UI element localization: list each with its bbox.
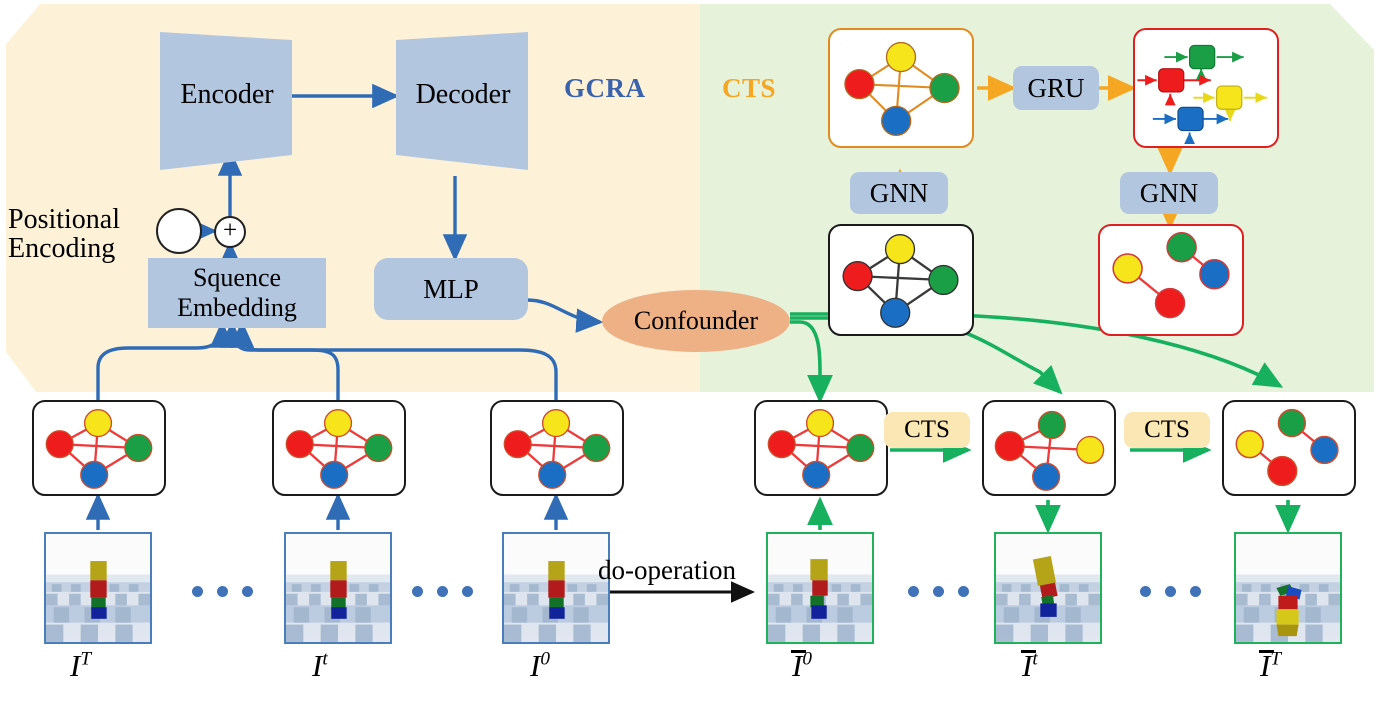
positional-encoding-label: Positional Encoding (8, 205, 120, 264)
decoder-label: Decoder (415, 79, 511, 110)
mlp-box: MLP (374, 258, 528, 320)
gnn-left-box: GNN (850, 172, 948, 214)
observed-graph-0 (490, 400, 624, 496)
dot (412, 586, 423, 597)
frame-label-base: I (312, 648, 323, 683)
dot (908, 586, 919, 597)
frame-image-It (284, 532, 392, 644)
gru-box: GRU (1013, 66, 1099, 110)
dot (1140, 586, 1151, 597)
overbar (791, 650, 806, 653)
add-operator-circle: + (214, 216, 246, 248)
do-operation-label: do-operation (598, 555, 736, 585)
frame-image-IbarT (1234, 532, 1342, 644)
dot (1165, 586, 1176, 597)
counterfactual-graph-T (1222, 400, 1356, 496)
dot (192, 586, 203, 597)
encoder-label: Encoder (180, 79, 274, 110)
ellipsis-right-2 (1140, 586, 1201, 597)
encoder-trapezoid (160, 32, 292, 170)
cts-chip-2: CTS (1124, 412, 1210, 448)
dot (958, 586, 969, 597)
positional-encoding-line1: Positional (8, 204, 121, 235)
counterfactual-graph-t (982, 400, 1116, 496)
frame-label-sup: T (80, 648, 92, 670)
dot (462, 586, 473, 597)
dot (437, 586, 448, 597)
frame-label-I0: I0 (530, 648, 550, 684)
gcra-panel-tag: GCRA (564, 73, 646, 103)
ellipsis-right-1 (908, 586, 969, 597)
cts-gru-cell-diagram (1133, 28, 1279, 148)
frame-image-Ibart (994, 532, 1102, 644)
ellipsis-left-1 (192, 586, 253, 597)
positional-encoding-circle (156, 208, 202, 254)
cts-output-graph (1098, 224, 1244, 336)
frame-label-sup: t (1032, 648, 1038, 670)
cts-input-graph (828, 224, 974, 336)
dot (1190, 586, 1201, 597)
frame-label-It: It (312, 648, 328, 684)
plus-icon: + (222, 217, 238, 244)
dot (217, 586, 228, 597)
frame-label-base: I (1260, 648, 1271, 683)
frame-label-base: I (70, 648, 81, 683)
frame-image-I0 (502, 532, 610, 644)
cts-message-graph (828, 28, 974, 148)
positional-encoding-line2: Encoding (8, 233, 116, 265)
cts-panel-tag: CTS (722, 73, 777, 103)
gnn-right-box: GNN (1120, 172, 1218, 214)
sequence-embedding-line2: Embedding (177, 293, 297, 322)
frame-image-Ibar0 (766, 532, 874, 644)
frame-label-sup: T (1270, 648, 1282, 670)
frame-label-sup: 0 (540, 648, 550, 670)
frame-image-IT (44, 532, 152, 644)
frame-label-base: I (530, 648, 541, 683)
confounder-node: Confounder (602, 290, 790, 352)
ellipsis-left-2 (412, 586, 473, 597)
decoder-trapezoid (396, 32, 528, 170)
frame-label-base: I (792, 648, 803, 683)
frame-label-IbarT: I T (1259, 648, 1282, 684)
frame-label-Ibart: I t (1021, 648, 1038, 684)
frame-label-base: I (1022, 648, 1033, 683)
overbar (1259, 650, 1274, 653)
counterfactual-graph-0 (754, 400, 888, 496)
sequence-embedding-box: Squence Embedding (148, 258, 326, 328)
frame-label-sup: 0 (802, 648, 812, 670)
observed-graph-t (272, 400, 406, 496)
overbar (1021, 650, 1036, 653)
cts-chip-1: CTS (884, 412, 970, 448)
observed-graph-T (32, 400, 166, 496)
sequence-embedding-line1: Squence (192, 263, 282, 292)
frame-label-Ibar0: I 0 (791, 648, 812, 684)
dot (933, 586, 944, 597)
frame-label-IT: IT (70, 648, 91, 684)
dot (242, 586, 253, 597)
frame-label-sup: t (322, 648, 328, 670)
